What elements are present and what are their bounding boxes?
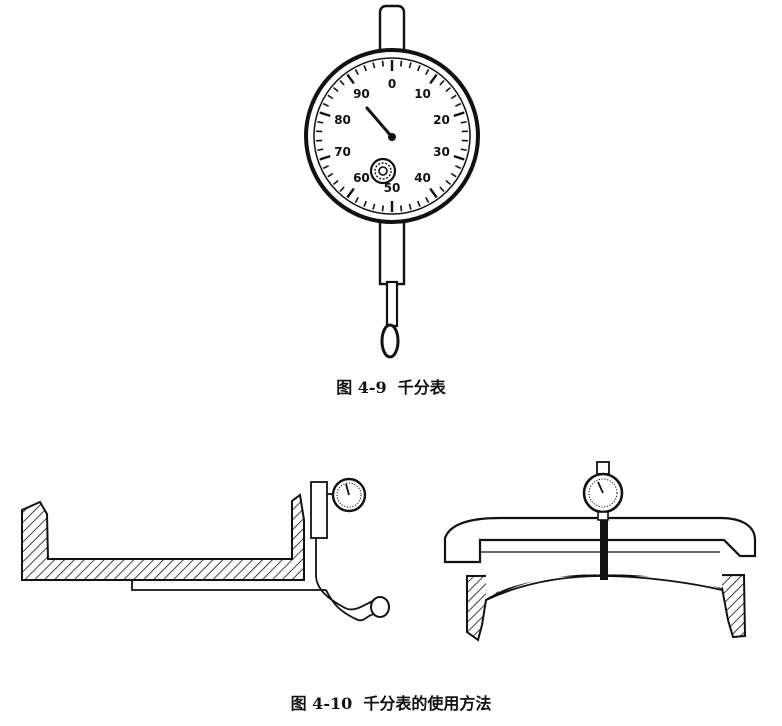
gauge-bar — [131, 580, 326, 591]
dial-tick — [425, 69, 430, 76]
indicator-post — [310, 481, 328, 539]
dial-tick — [346, 73, 355, 85]
dial-tick — [454, 102, 462, 107]
dial-tick — [450, 172, 457, 178]
dial-tick — [372, 203, 376, 210]
dial-tick — [381, 205, 385, 212]
dial-tick — [417, 200, 421, 207]
dial-indicator: 0 10 20 30 40 50 60 70 80 90 — [304, 4, 480, 359]
dial-number: 40 — [414, 171, 431, 185]
dial-tick — [429, 73, 438, 85]
dial-tick — [454, 165, 462, 170]
measuring-rod — [600, 516, 608, 580]
dial-tick — [399, 60, 403, 67]
figure-caption-4-9: 图 4-9 千分表 — [336, 378, 446, 397]
dial-pointer — [365, 106, 396, 141]
dial-number: 50 — [384, 181, 401, 195]
dial-number: 60 — [353, 171, 370, 185]
dial-tick — [339, 80, 345, 86]
dial-number: 10 — [414, 87, 431, 101]
dial-tick — [319, 154, 331, 161]
gauge-arm-lower — [325, 589, 376, 622]
dial-tick — [327, 172, 334, 178]
dial-tick — [372, 62, 376, 69]
usage-left — [21, 477, 390, 622]
dial-tick — [317, 148, 324, 152]
dial-tick — [354, 196, 359, 203]
dial-tick — [439, 186, 445, 192]
dial-tick — [317, 120, 324, 124]
dial-tick — [319, 111, 331, 118]
dial-tick — [445, 180, 452, 186]
dial-tick — [429, 187, 438, 199]
dial-number: 70 — [334, 145, 351, 159]
dial-tick — [425, 196, 430, 203]
gauge-ball — [370, 596, 390, 618]
revolution-counter — [369, 157, 397, 185]
dial-number: 20 — [433, 113, 450, 127]
contact-point — [380, 323, 400, 359]
dial-tick — [332, 180, 339, 186]
dial-tick — [354, 69, 359, 76]
dial-tick — [363, 65, 367, 72]
spindle — [378, 218, 406, 286]
dial-tick — [322, 102, 330, 107]
dial-tick — [453, 154, 465, 161]
dial-tick — [408, 62, 412, 69]
dial-number: 80 — [334, 113, 351, 127]
dial-tick — [327, 94, 334, 100]
dial-tick — [417, 65, 421, 72]
dial-tick — [322, 165, 330, 170]
figure-caption-4-10: 图 4-10 千分表的使用方法 — [290, 694, 492, 713]
usage-right — [443, 461, 757, 642]
dial-ticks — [316, 60, 468, 212]
dial-number: 30 — [433, 145, 450, 159]
dial-tick — [399, 205, 403, 212]
inner-void — [486, 560, 722, 596]
dial-tick — [363, 200, 367, 207]
dial-tick — [453, 111, 465, 118]
dial-number: 0 — [388, 77, 396, 91]
spindle-rod — [385, 280, 399, 328]
hatched-section-left — [21, 493, 305, 581]
dial-tick — [381, 60, 385, 67]
dial-tick — [450, 94, 457, 100]
dial-tick — [346, 187, 355, 199]
dial-tick — [408, 203, 412, 210]
gauge-arm — [315, 520, 376, 611]
dial-tick — [439, 80, 445, 86]
dial-tick — [339, 186, 345, 192]
dial-tick — [460, 148, 467, 152]
dial-tick — [460, 120, 467, 124]
dial-tick — [332, 86, 339, 92]
dial-number: 90 — [353, 87, 370, 101]
dial-tick — [445, 86, 452, 92]
dial-numbers: 0 10 20 30 40 50 60 70 80 90 — [334, 77, 450, 195]
